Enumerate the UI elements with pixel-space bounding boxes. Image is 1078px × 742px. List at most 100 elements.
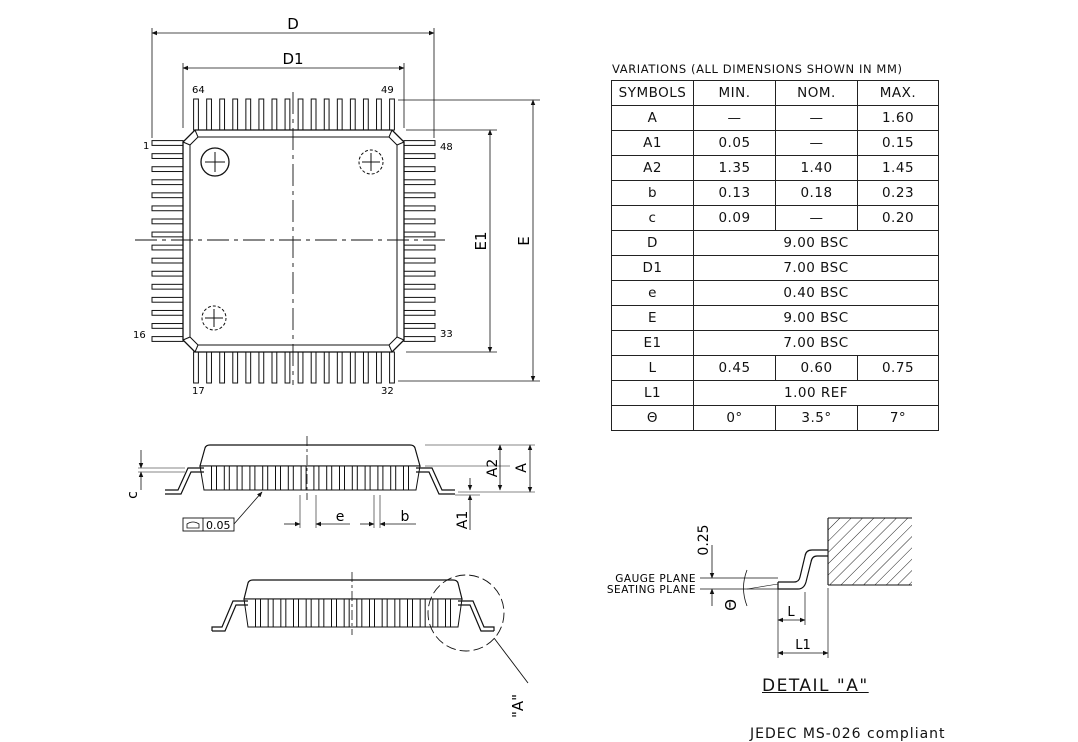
detail-a-callout: "A" [509, 694, 527, 718]
left-lead [151, 218, 184, 225]
dim-A-label: A [514, 463, 530, 473]
bottom-lead [362, 351, 369, 384]
table-value-cell: 0.18 [775, 180, 858, 206]
table-value-cell: 1.45 [857, 155, 939, 181]
side-lead [351, 465, 358, 491]
pin-label-48: 48 [440, 142, 453, 153]
side-lead [419, 598, 426, 628]
side-body-bottom [199, 465, 421, 491]
detail-a-circle [427, 574, 505, 652]
table-value-cell: 1.60 [857, 105, 939, 131]
side-lead [293, 598, 299, 628]
side-view-lower: "A" [211, 572, 529, 718]
bottom-lead [193, 351, 199, 384]
side-lead [318, 598, 325, 628]
left-lead [151, 140, 184, 146]
top-lead [206, 98, 212, 131]
side-lead [403, 465, 409, 491]
pin-label-49: 49 [381, 85, 394, 96]
side-lead [255, 598, 261, 628]
table-value-cell: 0.13 [693, 180, 776, 206]
side-lead [331, 598, 337, 628]
bottom-lead [271, 351, 278, 384]
side-lead [313, 465, 320, 491]
dim-E1-label: E1 [472, 231, 490, 250]
side-lead [275, 465, 281, 491]
pin-label-64: 64 [192, 85, 205, 96]
side-lead [287, 465, 294, 491]
table-symbol-cell: D1 [611, 255, 694, 281]
side-lead [262, 465, 269, 491]
pin-label-1: 1 [143, 141, 149, 152]
coplanarity-frame: 0.05 [182, 517, 235, 532]
right-lead [403, 179, 436, 186]
theta-label: Θ [722, 599, 740, 611]
pin-label-32: 32 [381, 386, 394, 397]
side-lead [356, 598, 363, 628]
table-row: A——1.60 [611, 105, 939, 131]
side-lead [267, 598, 274, 628]
dim-E-label: E [515, 236, 533, 245]
table-symbol-cell: A1 [611, 130, 694, 156]
side-lead [249, 465, 256, 491]
pin1-mark-icon [200, 147, 230, 177]
left-lead [151, 205, 184, 212]
table-value-cell: 3.5° [775, 405, 858, 431]
top-view: D D1 E E1 64 49 48 1 16 33 17 32 [133, 15, 540, 397]
seating-plane-label: SEATING PLANE [607, 584, 696, 596]
table-symbol-cell: b [611, 180, 694, 206]
table-value-cell: 0.20 [857, 205, 939, 231]
table-header-cell: MIN. [693, 80, 776, 106]
right-lead [403, 244, 436, 251]
table-value-cell: 0.05 [693, 130, 776, 156]
table-header-cell: MAX. [857, 80, 939, 106]
side-lead [326, 465, 333, 491]
table-value-cell: 7.00 BSC [693, 330, 939, 356]
dim-b-label: b [401, 509, 410, 525]
right-lead [403, 153, 436, 159]
bottom-lead [376, 351, 382, 384]
table-value-cell: 1.40 [775, 155, 858, 181]
right-lead [403, 257, 436, 264]
side-lead [211, 465, 217, 491]
table-value-cell: — [693, 105, 776, 131]
detail-a-view: GAUGE PLANE SEATING PLANE 0.25 Θ L L1 [607, 517, 912, 658]
side-lead [432, 598, 439, 628]
table-value-cell: — [775, 105, 858, 131]
right-lead [403, 309, 436, 316]
right-lead [403, 336, 436, 342]
right-lead [403, 140, 436, 146]
right-lead [403, 296, 436, 303]
bottom-lead [258, 351, 265, 384]
side-lead [305, 598, 312, 628]
left-lead [151, 244, 184, 251]
table-header-cell: NOM. [775, 80, 858, 106]
left-lead [151, 231, 184, 238]
bottom-lead [336, 351, 343, 384]
top-lead [232, 98, 239, 131]
left-lead [151, 179, 184, 186]
dim-c-label: c [125, 491, 141, 499]
left-lead [151, 257, 184, 264]
table-value-cell: 0.45 [693, 355, 776, 381]
dim-025-label: 0.25 [696, 524, 712, 555]
dim-D1-label: D1 [282, 50, 303, 68]
dim-e-label: e [336, 509, 345, 525]
table-symbol-cell: A [611, 105, 694, 131]
side-lead [223, 465, 230, 491]
table-value-cell: 1.35 [693, 155, 776, 181]
ejector-mark-top-right-icon [358, 149, 384, 175]
right-lead [403, 205, 436, 212]
table-value-cell: 0.75 [857, 355, 939, 381]
bottom-lead [323, 351, 330, 384]
table-symbol-cell: D [611, 230, 694, 256]
